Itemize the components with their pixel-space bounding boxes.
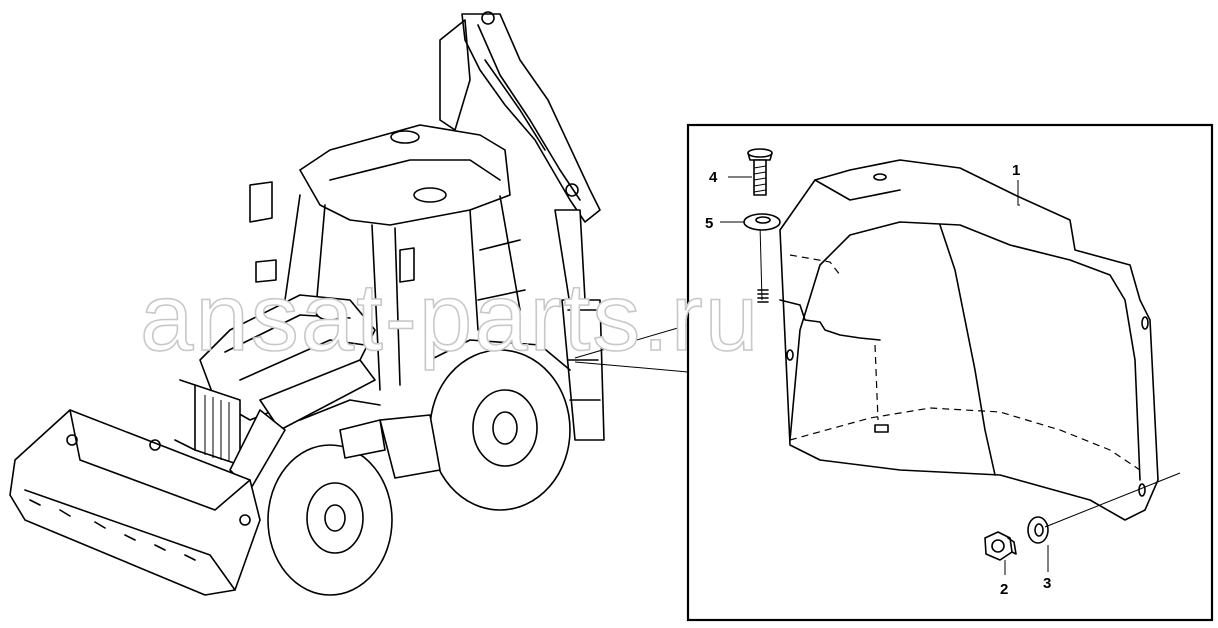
- callout-3: 3: [1043, 575, 1051, 592]
- callout-4: 4: [709, 169, 718, 186]
- washer-part-5: [743, 213, 781, 231]
- nut-part-2: [984, 531, 1017, 561]
- watermark-text: ansat-parts.ru: [140, 264, 760, 371]
- callout-1: 1: [1012, 162, 1020, 179]
- fender-part-1: [779, 159, 1159, 521]
- washer-part-3: [1027, 472, 1181, 544]
- callout-2: 2: [1000, 581, 1008, 598]
- backhoe-loader-illustration: [9, 11, 689, 596]
- bolt-part-4: [747, 148, 773, 303]
- callout-5: 5: [705, 215, 713, 232]
